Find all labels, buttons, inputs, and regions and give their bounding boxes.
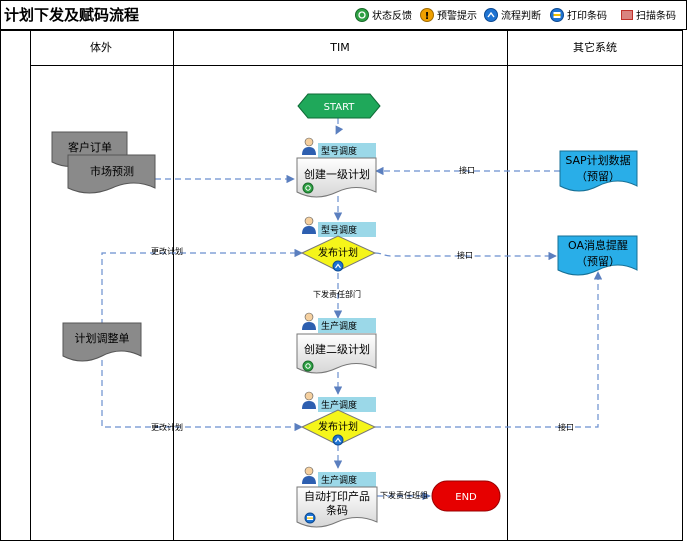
legend-label-decision: 流程判断	[501, 9, 541, 22]
role-label-5: 生产调度	[321, 474, 357, 486]
market-forecast-doc: 市场预测	[67, 154, 156, 194]
sap-label-1: SAP计划数据	[565, 153, 630, 167]
create-l1-label: 创建一级计划	[304, 167, 370, 181]
edge-label-change2: 更改计划	[151, 422, 183, 432]
role-tag-1: 型号调度	[302, 137, 376, 158]
edge-label-dispatch-team: 下发责任班组	[380, 490, 428, 500]
legend-label-warning: 预警提示	[437, 9, 477, 22]
warning-icon: !	[420, 8, 434, 22]
create-l2-plan-doc: 创建二级计划	[296, 333, 377, 374]
status-feedback-icon	[355, 8, 369, 22]
flow-decision-icon	[484, 8, 498, 22]
legend-label-print: 打印条码	[567, 9, 607, 22]
person-icon	[302, 216, 316, 234]
print-barcode-icon	[304, 512, 316, 524]
role-label-1: 型号调度	[321, 145, 357, 157]
sap-doc: SAP计划数据 （预留）	[559, 150, 638, 192]
publish1-label: 发布计划	[318, 246, 358, 259]
publish-plan-decision-1: 发布计划	[300, 235, 377, 272]
sap-label-2: （预留）	[576, 170, 620, 183]
start-label: START	[324, 102, 356, 113]
lane-header-external: 体外	[90, 40, 112, 54]
role-tag-5: 生产调度	[302, 466, 376, 487]
publish2-label: 发布计划	[318, 420, 358, 433]
edge-label-interface2: 接口	[457, 250, 473, 260]
diagram-title: 计划下发及赋码流程	[4, 6, 139, 24]
role-label-2: 型号调度	[321, 224, 357, 236]
edge-label-change1: 更改计划	[151, 246, 183, 256]
person-icon	[302, 466, 316, 484]
role-tag-2: 型号调度	[302, 216, 376, 237]
publish-plan-decision-2: 发布计划	[300, 409, 377, 446]
oa-label-1: OA消息提醒	[568, 238, 628, 252]
edge-label-interface3: 接口	[558, 422, 574, 432]
print-barcode-doc: 自动打印产品 条码	[296, 486, 378, 528]
scan-barcode-icon	[621, 10, 633, 20]
swimlanes	[0, 30, 683, 541]
person-icon	[302, 391, 316, 409]
status-feedback-icon	[302, 182, 314, 194]
flow-decision-icon	[332, 260, 344, 272]
person-icon	[302, 312, 316, 330]
lane-header-tim: TIM	[329, 41, 349, 54]
connectors	[101, 118, 603, 501]
print-label-1: 自动打印产品	[304, 489, 370, 503]
market-forecast-label: 市场预测	[90, 164, 134, 178]
customer-order-label: 客户订单	[68, 140, 112, 154]
lane-header-other: 其它系统	[573, 40, 617, 54]
role-label-4: 生产调度	[321, 399, 357, 411]
title-bar	[0, 0, 687, 30]
status-feedback-icon	[302, 360, 314, 372]
flow-decision-icon	[332, 434, 344, 446]
start-node: START	[297, 93, 381, 119]
role-tag-4: 生产调度	[302, 391, 376, 412]
legend-label-scan: 扫描条码	[636, 9, 676, 22]
edge-label-dispatch-dept: 下发责任部门	[313, 289, 361, 299]
end-node: END	[431, 480, 501, 512]
edge-label-interface1: 接口	[459, 165, 475, 175]
role-tag-3: 生产调度	[302, 312, 376, 333]
plan-adjust-doc: 计划调整单	[62, 322, 142, 362]
legend: 状态反馈 ! 预警提示 流程判断 打印条码 扫描条码	[355, 8, 676, 22]
plan-adjust-label: 计划调整单	[75, 331, 130, 345]
person-icon	[302, 137, 316, 155]
create-l2-label: 创建二级计划	[304, 342, 370, 356]
print-barcode-icon	[550, 8, 564, 22]
svg-text:!: !	[425, 11, 430, 22]
oa-doc: OA消息提醒 （预留）	[557, 235, 638, 276]
end-label: END	[455, 492, 477, 503]
role-label-3: 生产调度	[321, 320, 357, 332]
oa-label-2: （预留）	[576, 255, 620, 268]
create-l1-plan-doc: 创建一级计划	[296, 157, 377, 198]
print-label-2: 条码	[326, 503, 348, 517]
legend-label-status: 状态反馈	[372, 9, 412, 22]
